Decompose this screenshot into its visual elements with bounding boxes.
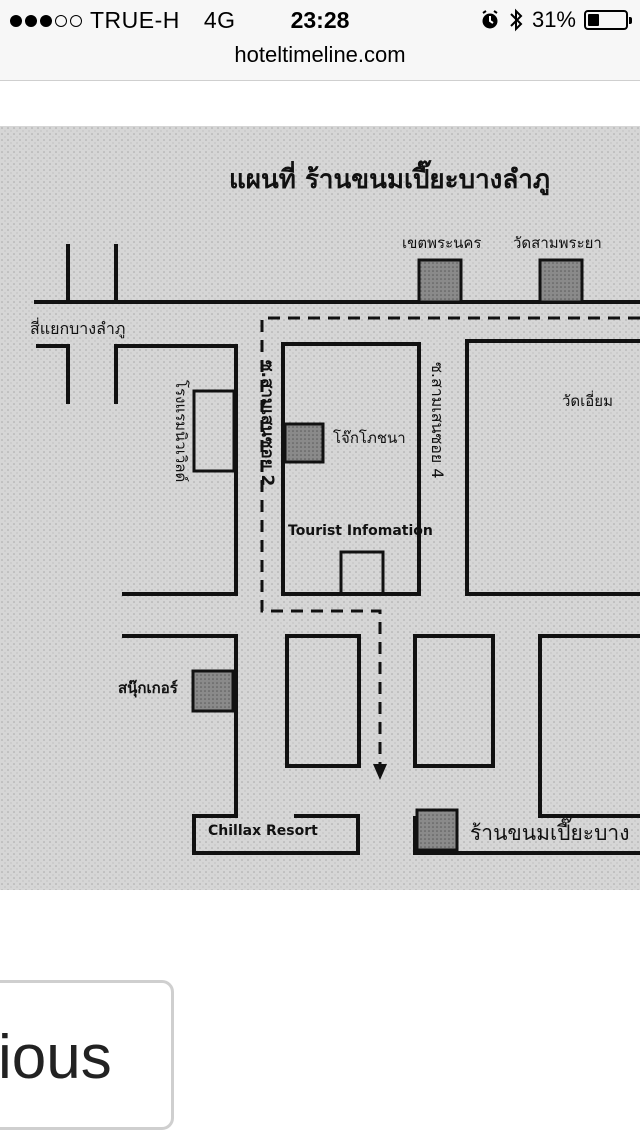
map-image: แผนที่ ร้านขนมเปี๊ยะบางลำภู bbox=[0, 126, 640, 890]
label-hotel: โรงแรมนิวเวิลด์ bbox=[172, 380, 190, 482]
tourist-info-building bbox=[339, 550, 385, 596]
carrier-name: TRUE-H bbox=[90, 7, 180, 33]
label-soi2: ซ.สามเสนซอย 2 bbox=[257, 360, 277, 486]
status-left: TRUE-H 4G bbox=[10, 7, 236, 34]
label-police: เขตพระนคร bbox=[402, 234, 481, 252]
label-chillax: Chillax Resort bbox=[208, 823, 318, 839]
status-bar: TRUE-H 4G 23:28 31% bbox=[0, 0, 640, 42]
label-tourist-info: Tourist Infomation bbox=[288, 523, 433, 539]
label-jik: โจ๊กโภชนา bbox=[333, 429, 406, 447]
label-wat-in: วัดเอี่ยม bbox=[562, 390, 613, 410]
snooker-building bbox=[191, 669, 235, 713]
bluetooth-icon bbox=[510, 8, 523, 32]
battery-fill bbox=[588, 14, 600, 26]
hotel-building bbox=[192, 389, 236, 473]
map-title: แผนที่ ร้านขนมเปี๊ยะบางลำภู bbox=[229, 160, 550, 196]
jik-building bbox=[283, 422, 325, 464]
address-bar[interactable]: hoteltimeline.com bbox=[0, 42, 640, 81]
status-right: 31% bbox=[480, 7, 632, 33]
police-building bbox=[417, 258, 463, 304]
route-path bbox=[260, 316, 640, 764]
label-soi4: ซ.สามเสนซอย 4 bbox=[428, 362, 447, 479]
previous-button-label: ious bbox=[0, 1023, 112, 1092]
signal-strength-icon bbox=[10, 14, 82, 27]
map-background bbox=[0, 126, 640, 890]
label-wat-samphraya: วัดสามพระยา bbox=[513, 234, 602, 252]
battery-icon bbox=[584, 10, 632, 30]
previous-button[interactable] bbox=[0, 980, 174, 1130]
label-intersection: สี่แยกบางลำภู bbox=[30, 317, 125, 339]
url-text: hoteltimeline.com bbox=[234, 42, 406, 67]
label-shop: ร้านขนมเปี๊ยะบาง bbox=[470, 817, 629, 845]
wat-samphraya-building bbox=[538, 258, 584, 304]
label-snooker: สนุ๊กเกอร์ bbox=[118, 679, 179, 698]
map-drawing: แผนที่ ร้านขนมเปี๊ยะบางลำภู bbox=[0, 126, 640, 890]
network-type: 4G bbox=[203, 7, 236, 33]
route-arrow bbox=[373, 764, 387, 780]
battery-percent: 31% bbox=[531, 7, 576, 32]
shop-building bbox=[415, 808, 459, 852]
alarm-clock-icon bbox=[482, 10, 498, 29]
